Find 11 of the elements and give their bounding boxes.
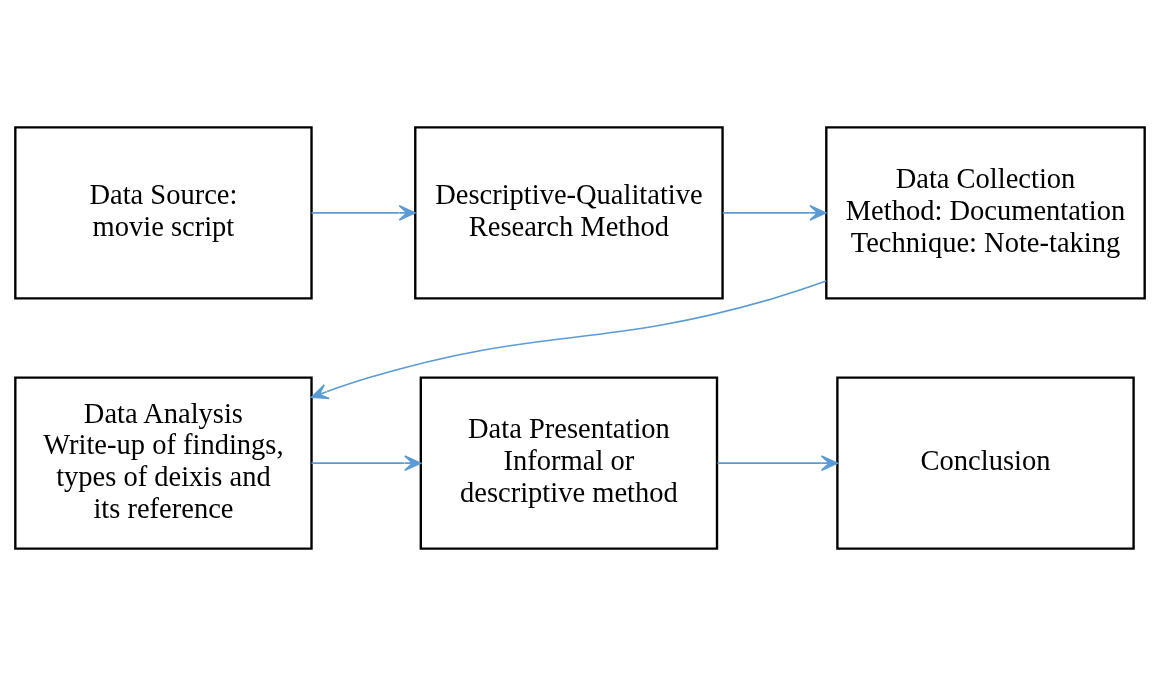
node-box: Data Analysis Write-up of findings, types of deixis and its reference	[14, 375, 313, 550]
arrow	[716, 454, 839, 471]
node-box: Data Collection Method: Documentation Technique: Note-taking	[825, 125, 1146, 300]
arrow	[310, 204, 416, 221]
node-box: Descriptive-Qualitative Research Method	[414, 125, 724, 300]
node-box: Data Source: movie script	[14, 125, 313, 300]
arrow	[311, 279, 827, 399]
node-box: Data Presentation Informal or descriptive method	[419, 375, 719, 550]
node-box: Conclusion	[836, 375, 1135, 550]
arrow	[721, 204, 827, 221]
arrow	[310, 454, 422, 471]
